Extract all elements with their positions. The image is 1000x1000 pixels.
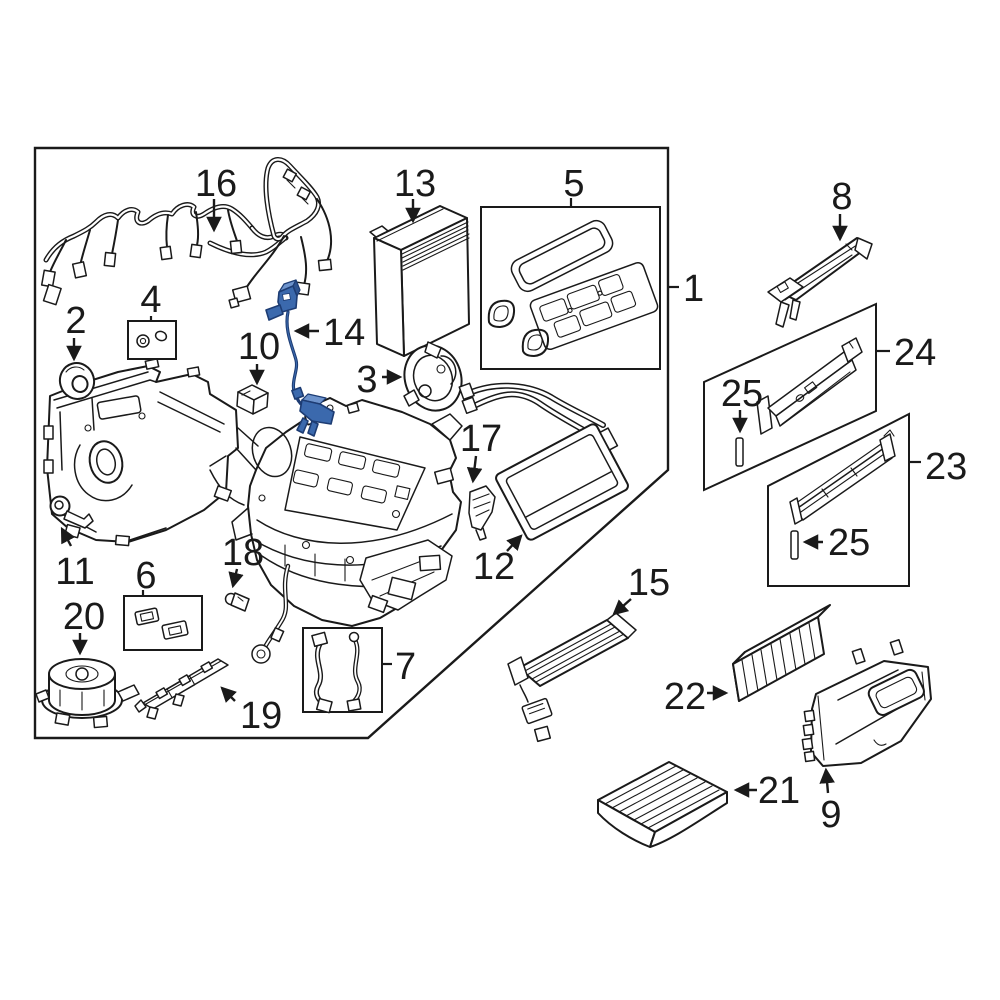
part-12-heater-core xyxy=(458,382,629,541)
callout-6: 6 xyxy=(135,555,156,597)
callout-15: 15 xyxy=(628,562,670,604)
part-15-aux-heater xyxy=(507,612,637,743)
arrow-15 xyxy=(612,598,632,616)
part-18-plug xyxy=(224,592,250,612)
pin-25-upper xyxy=(735,437,744,467)
callout-23: 23 xyxy=(925,446,967,488)
arrow-9 xyxy=(819,767,835,794)
box-23-panel xyxy=(767,412,910,587)
callout-9: 9 xyxy=(820,794,841,836)
callout-2: 2 xyxy=(65,300,86,342)
callout-19: 19 xyxy=(240,695,282,737)
callout-labels: 16 13 5 1 2 4 10 14 3 17 12 15 22 21 9 8… xyxy=(55,163,967,836)
callout-1: 1 xyxy=(683,268,704,310)
part-2-grommet xyxy=(58,362,96,400)
part-1-main-housing xyxy=(231,397,463,664)
part-9-filter-housing xyxy=(801,638,932,767)
callout-8: 8 xyxy=(831,176,852,218)
pin-25-lower xyxy=(790,530,799,560)
main-frame xyxy=(33,146,670,740)
callout-leaders xyxy=(60,198,921,798)
callout-22: 22 xyxy=(664,676,706,718)
arrow-19 xyxy=(220,686,237,703)
callout-5: 5 xyxy=(563,163,584,205)
arrow-17 xyxy=(466,455,483,484)
part-13-evaporator xyxy=(369,205,470,357)
callout-13: 13 xyxy=(394,163,436,205)
callout-11: 11 xyxy=(55,551,94,593)
callout-7: 7 xyxy=(395,646,416,688)
callout-21: 21 xyxy=(758,770,800,812)
part-16-wiring-harness xyxy=(40,157,333,309)
callout-25-lower: 25 xyxy=(828,522,870,564)
callout-10: 10 xyxy=(238,326,280,368)
callout-20: 20 xyxy=(63,596,105,638)
callout-18: 18 xyxy=(222,532,264,574)
part-20-motor xyxy=(35,658,140,729)
part-3-actuator xyxy=(403,341,463,412)
arrow-12 xyxy=(506,534,523,552)
callout-3: 3 xyxy=(356,359,377,401)
callout-4: 4 xyxy=(140,279,161,321)
callout-16: 16 xyxy=(195,163,237,205)
callout-12: 12 xyxy=(473,546,515,588)
part-19-rail xyxy=(134,658,229,720)
part-5-seal-kit-box xyxy=(480,206,661,370)
callout-14: 14 xyxy=(323,312,365,354)
part-17-bracket xyxy=(468,485,496,541)
part-22-filter xyxy=(732,604,831,702)
callout-17: 17 xyxy=(460,418,502,460)
part-1-left-housing xyxy=(43,358,245,547)
part-14-sensor-highlighted xyxy=(265,279,335,437)
callout-25-upper: 25 xyxy=(721,373,763,415)
part-21-filter xyxy=(597,761,728,848)
callout-24: 24 xyxy=(894,332,936,374)
part-8-bracket xyxy=(767,237,873,328)
part-4-kit-box xyxy=(127,320,177,360)
part-7-hose-kit-box xyxy=(302,627,383,714)
box-24-panel xyxy=(703,302,877,492)
arrow-11 xyxy=(60,526,76,547)
arrow-18 xyxy=(228,568,244,589)
part-11-bracket xyxy=(49,495,94,529)
part-6-clip-kit-box xyxy=(123,595,203,651)
part-10-relay xyxy=(236,384,269,415)
